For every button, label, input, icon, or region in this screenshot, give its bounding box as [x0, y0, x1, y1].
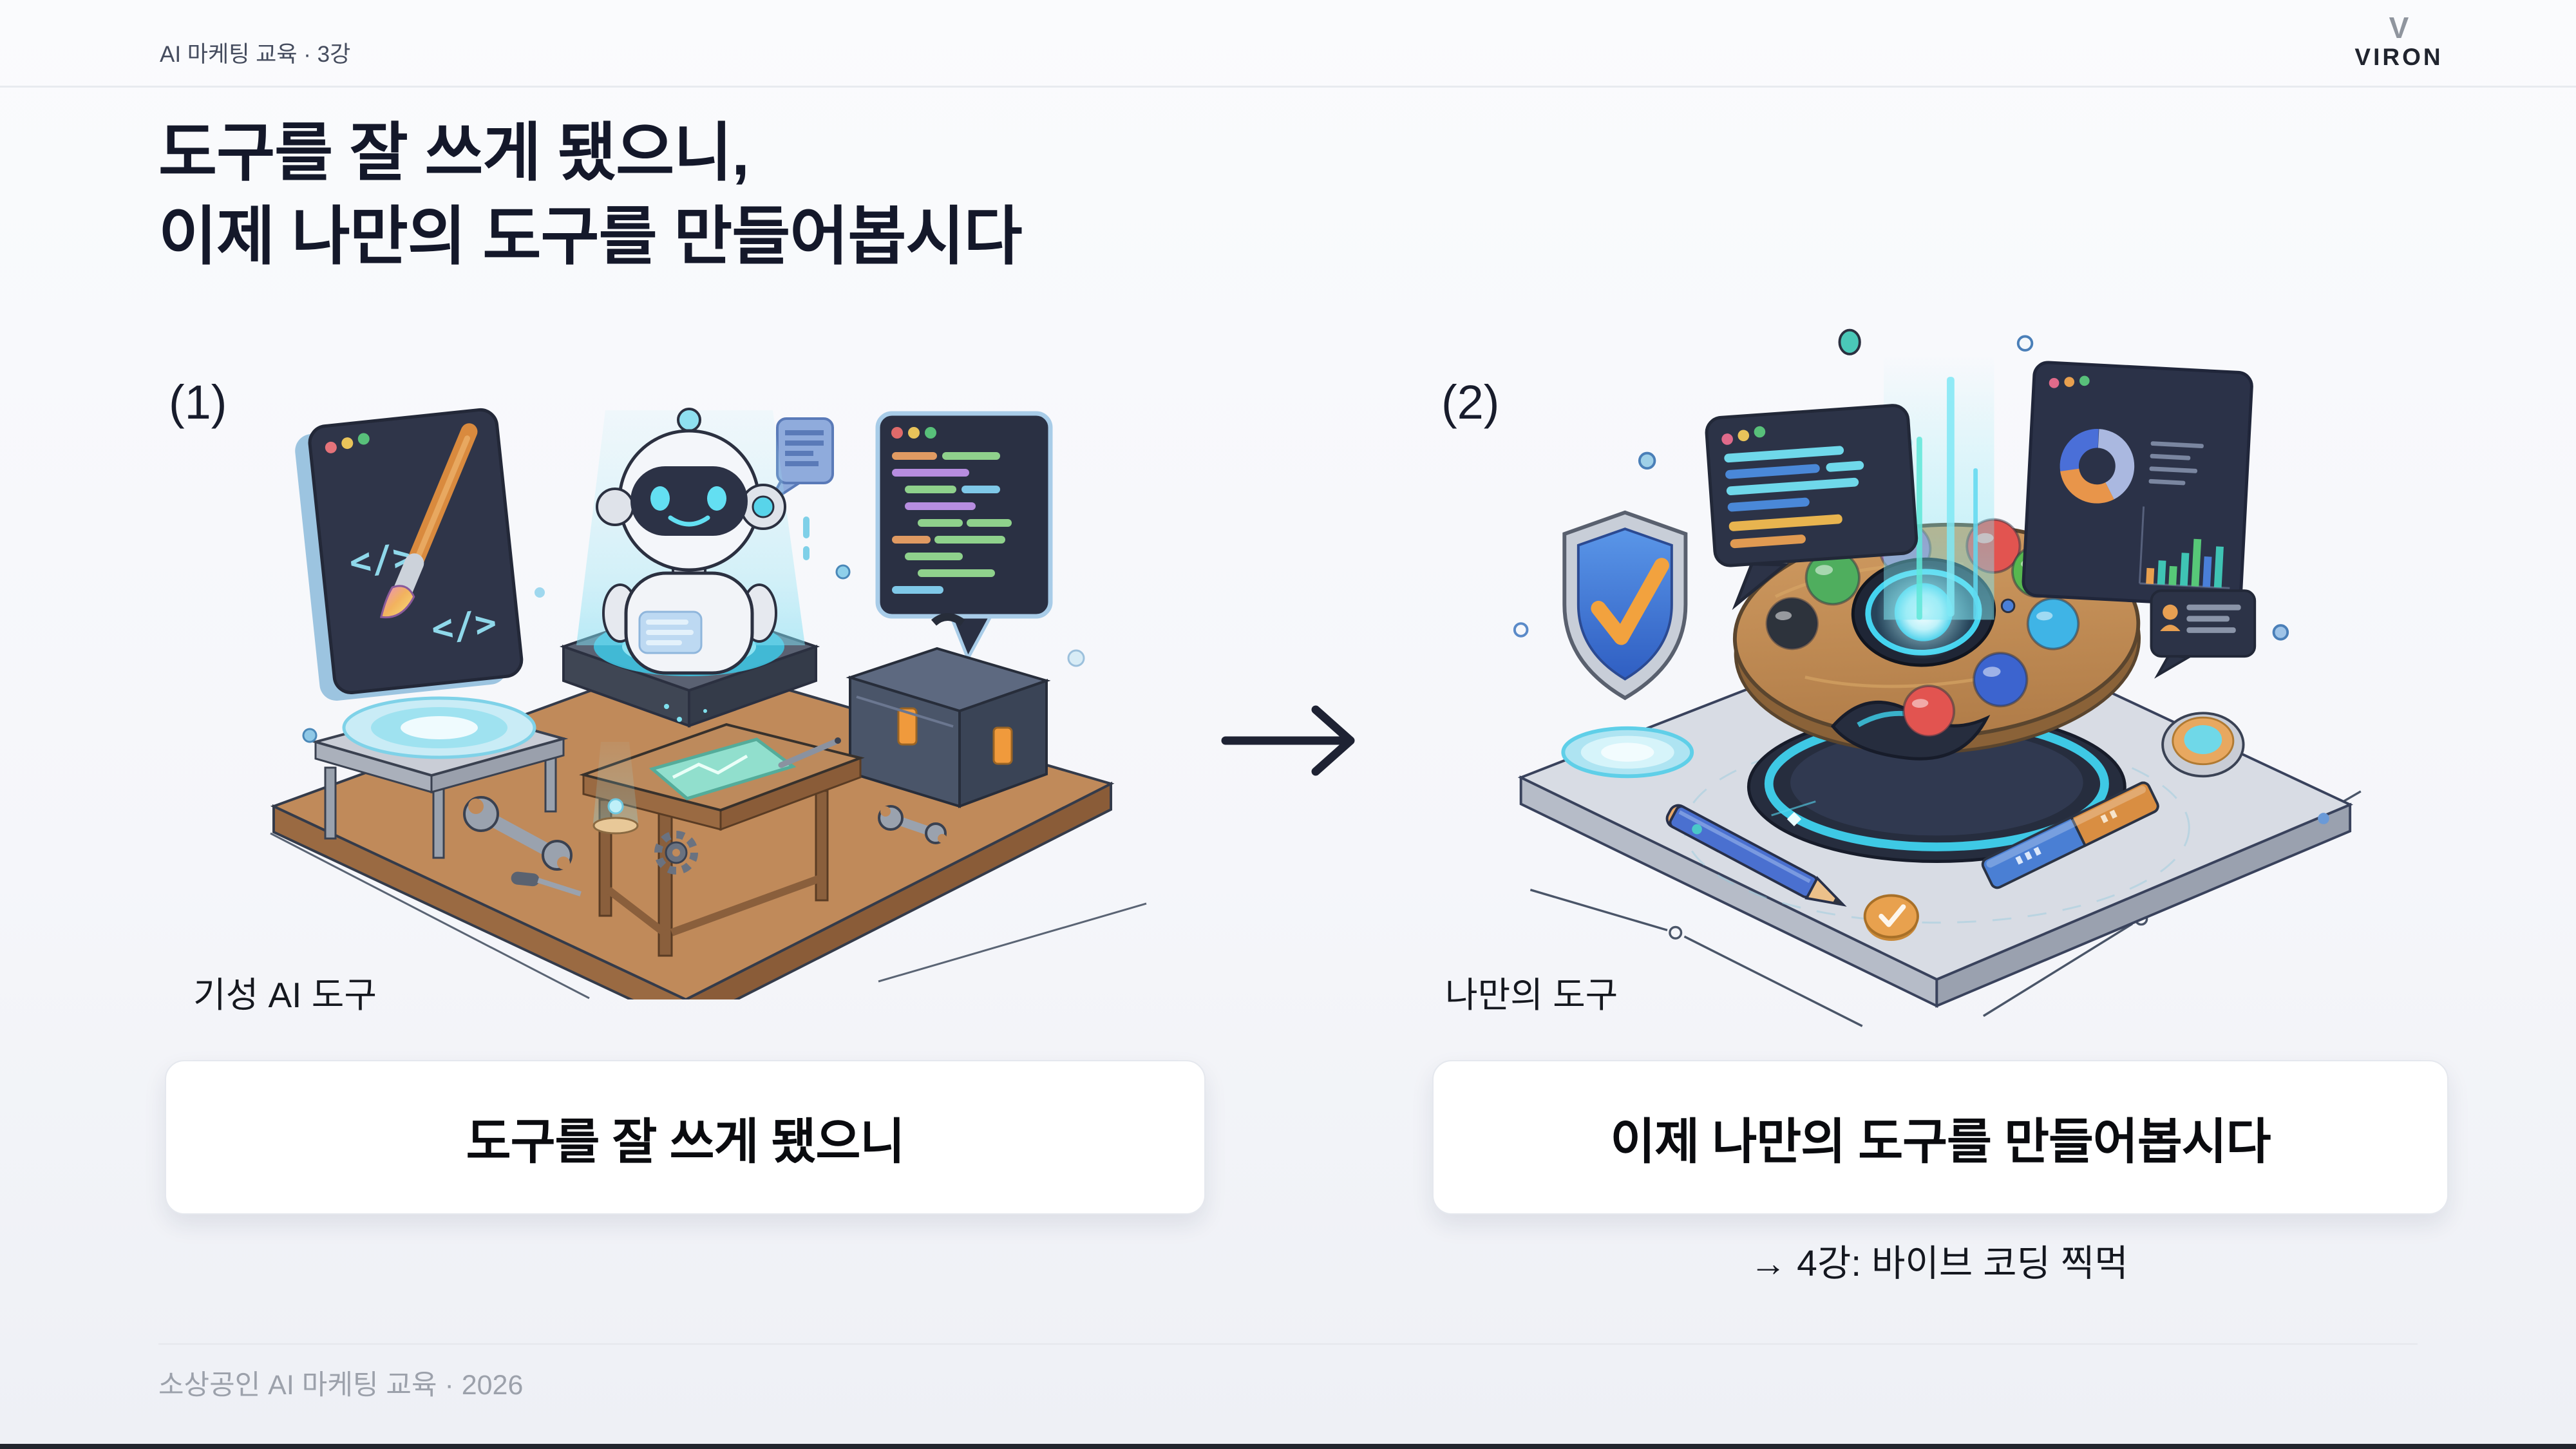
brand-logo: V VIRON [2331, 13, 2467, 71]
panel1-caption: 기성 AI 도구 [193, 975, 377, 1015]
panel1-statement-text: 도구를 잘 쓰게 됐으니 [466, 1115, 905, 1170]
next-lecture-note: → 4강: 바이브 코딩 찍먹 [1750, 1243, 2128, 1284]
screwdriver-icon [511, 871, 582, 896]
check-button-icon [1863, 894, 1919, 942]
glow-disc-button [1561, 726, 1694, 779]
header-divider [0, 86, 2576, 88]
panel2-caption: 나만의 도구 [1445, 975, 1618, 1015]
shield-check-icon [1562, 510, 1688, 701]
panel2-index-label: (2) [1441, 375, 1500, 429]
transition-arrow-icon [1221, 705, 1355, 776]
code-bubble-icon [1705, 404, 1918, 611]
progress-bar-icon [1981, 781, 2159, 889]
stool-with-glow-disc [310, 696, 569, 859]
code-window-icon [875, 411, 1053, 662]
round-button-icon [2161, 712, 2245, 778]
panel1-statement-box: 도구를 잘 쓰게 됐으니 [165, 1060, 1206, 1215]
slide-title-line2: 이제 나만의 도구를 만들어봅시다 [158, 200, 1023, 272]
code-glyph: </> [430, 602, 498, 650]
perspective-guide-lines [270, 832, 1147, 999]
user-chat-bubble-icon [2150, 589, 2257, 679]
course-label: AI 마케팅 교육 · 3강 [160, 42, 351, 67]
robot-icon [596, 408, 786, 675]
bar-chart-icon [2138, 506, 2230, 589]
custom-tool-palette-illustration [1513, 328, 2362, 1027]
design-code-window-icon: </> </> [295, 408, 524, 701]
paintbrush-icon [379, 423, 478, 619]
panel2-statement-box: 이제 나만의 도구를 만들어봅시다 [1432, 1060, 2448, 1215]
stylus-icon [778, 739, 838, 768]
footer-label: 소상공인 AI 마케팅 교육 · 2026 [158, 1370, 524, 1401]
floating-dots [302, 564, 1085, 743]
footer-divider [158, 1343, 2418, 1345]
brand-logo-mark-icon: V [2389, 11, 2409, 44]
slide-title-line1: 도구를 잘 쓰게 됐으니, [158, 117, 750, 188]
floating-dots [1513, 451, 2329, 835]
palette-pedestal [1747, 710, 2126, 864]
gear-icon [654, 831, 698, 875]
mini-hologram-icon [592, 742, 639, 835]
panel1-index-label: (1) [169, 375, 227, 429]
toolbox-icon [846, 613, 1051, 808]
pencil-icon [1665, 804, 1847, 907]
work-table [579, 723, 865, 957]
wrench-icon [463, 796, 573, 871]
wrench-icon [878, 805, 947, 844]
analytics-dashboard-icon [2022, 361, 2253, 607]
slide-title: 도구를 잘 쓰게 됐으니, 이제 나만의 도구를 만들어봅시다 [158, 111, 1023, 278]
panel2-statement-text: 이제 나만의 도구를 만들어봅시다 [1610, 1115, 2271, 1170]
ready-made-ai-tools-illustration: </> </> [270, 408, 1147, 999]
brand-logo-text: VIRON [2354, 44, 2443, 70]
bottom-edge-bar [0, 1444, 2576, 1449]
